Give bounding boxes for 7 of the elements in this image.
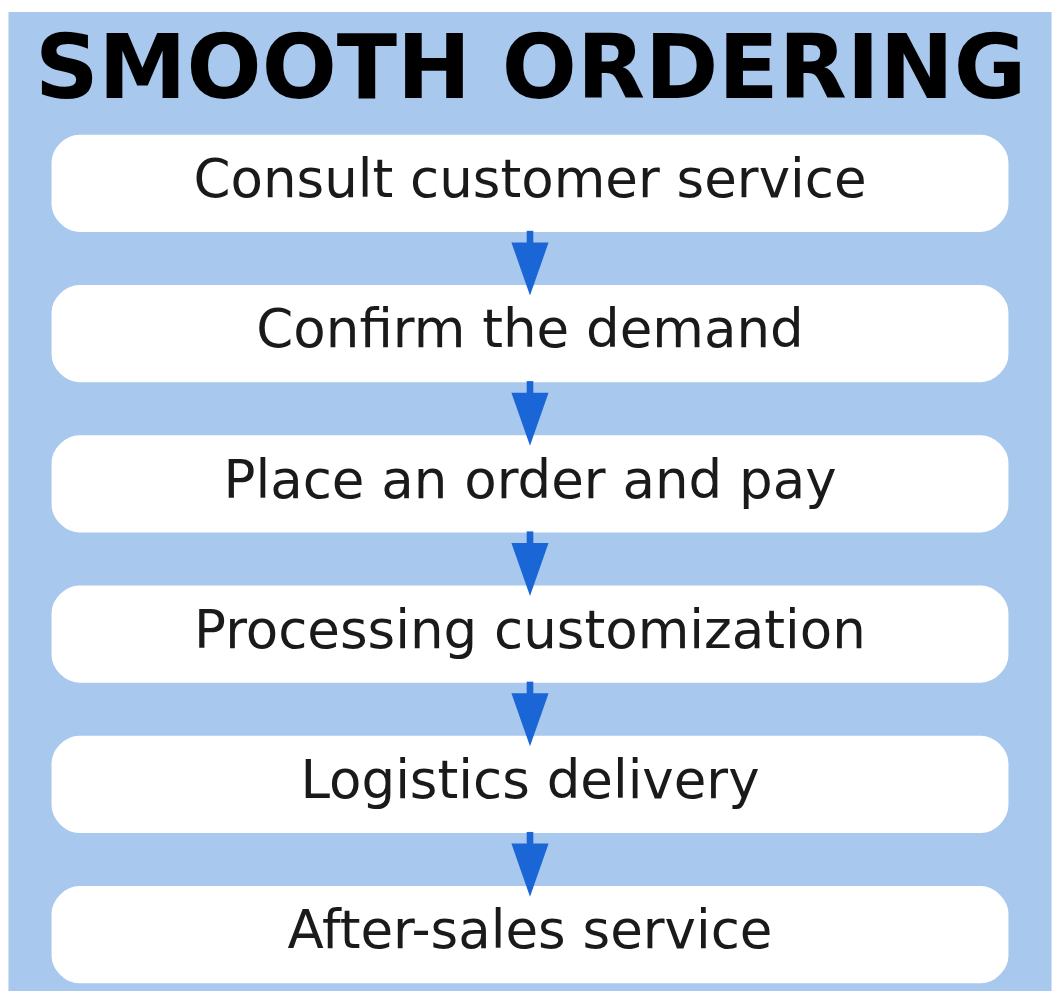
diagram-title: SMOOTH ORDERING — [34, 16, 1027, 120]
node-box: Confirm the demand — [51, 284, 1009, 383]
node-box: Logistics delivery — [51, 735, 1009, 833]
node-box: Consult customer service — [51, 134, 1009, 232]
node-box: Place an order and pay — [51, 435, 1009, 533]
node-box: After-sales service — [51, 886, 1009, 984]
node-box: Processing customization — [51, 585, 1009, 683]
